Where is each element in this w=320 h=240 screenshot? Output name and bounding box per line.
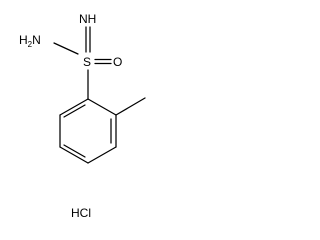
atom-label-imine: NH: [79, 12, 96, 26]
atom-label-amine: H2N: [19, 33, 41, 49]
ring-bond-c3-c4: [87, 146, 117, 164]
structure-canvas: H2N NH S O HCl: [19, 12, 146, 220]
ring-bond-c1-c2: [87, 98, 117, 116]
ring-double-c4-c5: [63, 144, 86, 158]
molecule-diagram: H2N NH S O HCl: [19, 12, 146, 220]
atom-label-oxygen: O: [113, 55, 122, 69]
ring-bond-c6-c1: [59, 98, 89, 116]
ring-double-c6-c1: [63, 104, 86, 118]
atom-label-sulfur: S: [83, 55, 91, 69]
counterion-label: HCl: [71, 206, 91, 220]
bond-methyl: [115, 97, 146, 116]
bond-s-nh2: [53, 42, 79, 55]
ring-bond-c4-c5: [59, 146, 89, 164]
